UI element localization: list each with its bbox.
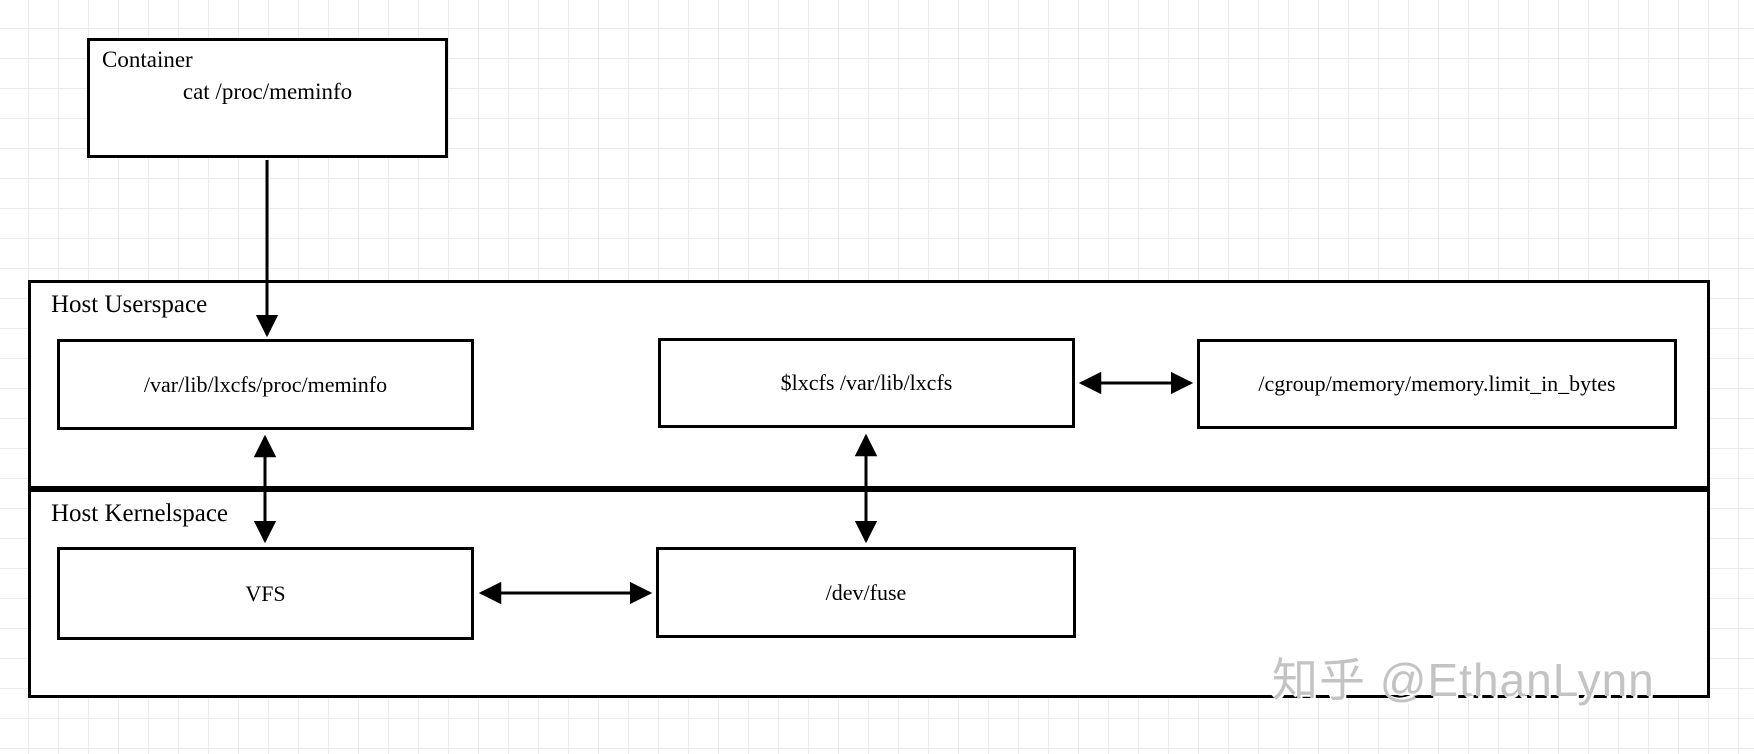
node-dev-fuse: /dev/fuse <box>656 547 1076 638</box>
node-dev-fuse-label: /dev/fuse <box>825 579 907 605</box>
node-lxcfs-proc-meminfo: /var/lib/lxcfs/proc/meminfo <box>57 339 474 430</box>
node-cgroup-memory-limit: /cgroup/memory/memory.limit_in_bytes <box>1197 339 1677 429</box>
container-command: cat /proc/meminfo <box>182 79 353 104</box>
node-vfs-label: VFS <box>245 580 286 606</box>
node-lxcfs-process-label: $lxcfs /var/lib/lxcfs <box>780 370 953 395</box>
section-host-userspace-label: Host Userspace <box>51 291 208 318</box>
watermark: 知乎 @EthanLynn <box>1272 654 1655 706</box>
container-title: Container <box>102 47 193 72</box>
node-vfs: VFS <box>57 547 474 640</box>
section-host-kernelspace-label: Host Kernelspace <box>51 500 229 527</box>
node-cgroup-memory-limit-label: /cgroup/memory/memory.limit_in_bytes <box>1258 371 1616 396</box>
node-lxcfs-proc-meminfo-label: /var/lib/lxcfs/proc/meminfo <box>143 371 388 397</box>
node-lxcfs-process: $lxcfs /var/lib/lxcfs <box>658 338 1075 428</box>
node-container: Container cat /proc/meminfo <box>87 38 448 158</box>
